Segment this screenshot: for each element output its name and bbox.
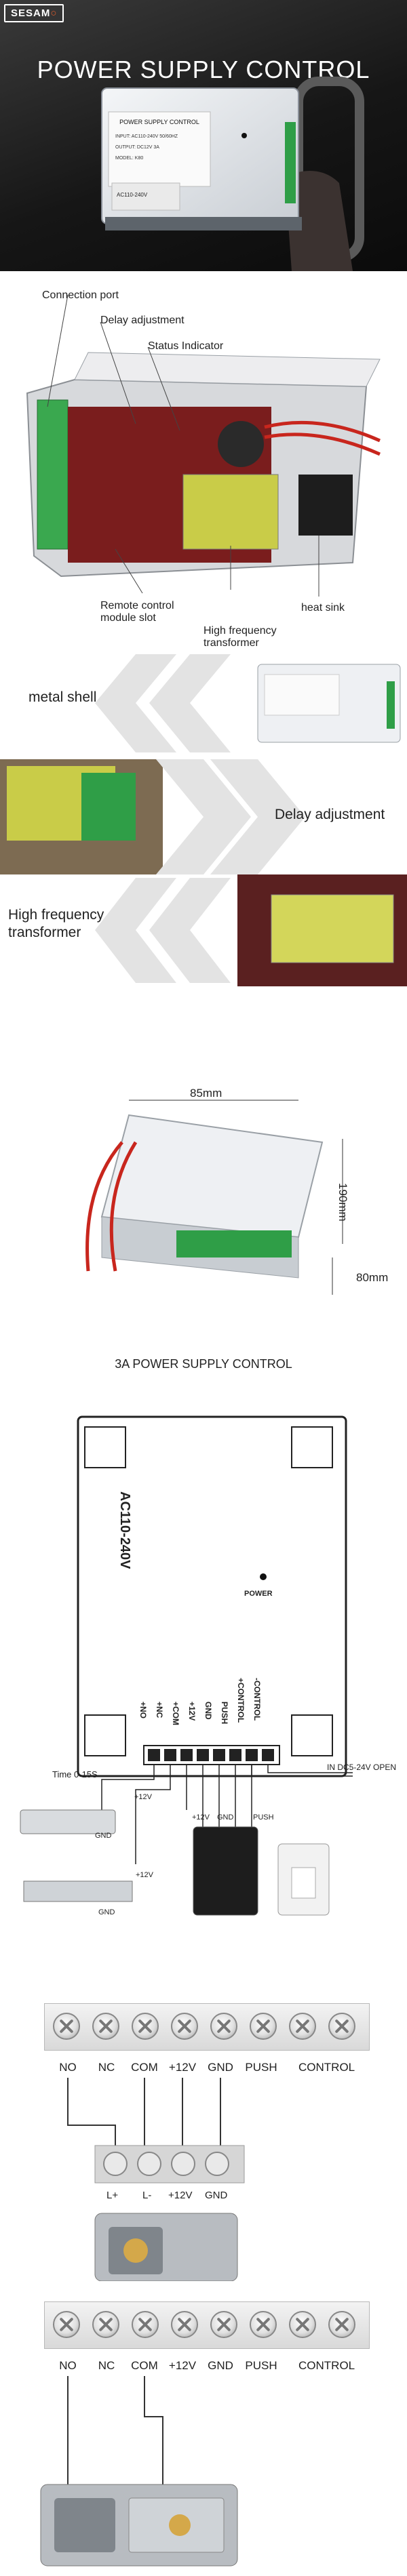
label-remote-control: Remote control module slot bbox=[100, 600, 174, 624]
label-heat-sink: heat sink bbox=[301, 602, 345, 613]
lock-terminal-label: L+ bbox=[106, 2190, 119, 2201]
feature-label-hf-transformer: High frequency transformer bbox=[8, 907, 104, 940]
feature-label-metal-shell: metal shell bbox=[28, 689, 97, 705]
terminal-screw bbox=[328, 2013, 355, 2040]
brand-logo: SESAM○ bbox=[4, 4, 64, 22]
terminal-label: +NO bbox=[138, 1702, 148, 1719]
terminal-label: CONTROL bbox=[298, 2359, 355, 2372]
feature-hf-transformer: High frequency transformer bbox=[0, 874, 407, 986]
terminal-wiring-1 bbox=[67, 2078, 245, 2281]
terminal-label: PUSH bbox=[220, 1702, 229, 1725]
label-hf-transformer: High frequency transformer bbox=[204, 625, 277, 647]
wiring-diagram bbox=[20, 1415, 353, 1916]
dim-height: 80mm bbox=[356, 1271, 389, 1284]
terminal-bar bbox=[44, 2003, 370, 2051]
lock-terminal-label: L- bbox=[142, 2190, 152, 2201]
device-label-output: OUTPUT: DC12V 3A bbox=[115, 145, 159, 150]
components-section: Connection port Delay adjustment Status … bbox=[0, 271, 407, 647]
terminal-screw bbox=[53, 2013, 80, 2040]
terminal-label: PUSH bbox=[245, 2359, 277, 2372]
chevron-decoration bbox=[0, 759, 305, 874]
hero-section: SESAM○ POWER SUPPLY CONTROL POWER SUPPLY… bbox=[0, 0, 407, 271]
terminal-screw bbox=[132, 2311, 159, 2338]
dim-length: 190mm bbox=[336, 1183, 349, 1222]
device-label-voltage: AC110-240V bbox=[117, 192, 148, 198]
terminal-label: +12V bbox=[168, 2359, 197, 2372]
lock1-plus: +12V bbox=[134, 1793, 152, 1801]
lock1-gnd: GND bbox=[95, 1832, 112, 1840]
wiring-power-label: POWER bbox=[244, 1590, 273, 1598]
lock-terminal-label: GND bbox=[205, 2190, 228, 2201]
dimensions-section: 85mm 190mm 80mm 3A POWER SUPPLY CONTROL bbox=[0, 986, 407, 1403]
wiring-section: AC110-240V POWER Time 0-15S IN DC5-24V O… bbox=[0, 1403, 407, 1922]
terminal-label: +12V bbox=[187, 1702, 197, 1721]
terminal-label: NC bbox=[98, 2359, 115, 2372]
device-label-input: INPUT: AC110-240V 50/60HZ bbox=[115, 134, 178, 139]
terminal-screw bbox=[132, 2013, 159, 2040]
terminal-label: NC bbox=[98, 2061, 115, 2074]
terminal-label: NO bbox=[59, 2359, 77, 2372]
terminal-screw bbox=[92, 2013, 119, 2040]
terminal-wiring-2 bbox=[40, 2376, 238, 2567]
feature-label-delay-adjustment: Delay adjustment bbox=[275, 807, 385, 822]
terminal-label: GND bbox=[208, 2359, 233, 2372]
terminal-label: PUSH bbox=[245, 2061, 277, 2074]
device-label-title: POWER SUPPLY CONTROL bbox=[119, 119, 199, 125]
terminal-screw bbox=[53, 2311, 80, 2338]
terminal-screw bbox=[210, 2013, 237, 2040]
chevron-decoration bbox=[95, 654, 401, 752]
terminal-screw bbox=[328, 2311, 355, 2338]
terminal-label: COM bbox=[131, 2359, 158, 2372]
terminal-label: GND bbox=[204, 1702, 213, 1720]
label-status-indicator: Status Indicator bbox=[148, 340, 224, 352]
label-delay-adjustment: Delay adjustment bbox=[100, 315, 185, 326]
dimensions-caption: 3A POWER SUPPLY CONTROL bbox=[115, 1357, 292, 1371]
feature-delay-adjustment: Delay adjustment bbox=[0, 759, 407, 874]
wiring-time-label: Time 0-15S bbox=[52, 1769, 98, 1779]
wiring-box-voltage: AC110-240V bbox=[117, 1491, 132, 1569]
terminal-section-1: NO NC COM +12V GND PUSH CONTROL L+ L- +1… bbox=[0, 1922, 407, 2281]
terminal-screw bbox=[210, 2311, 237, 2338]
hero-device-photo: POWER SUPPLY CONTROL INPUT: AC110-240V 5… bbox=[101, 77, 364, 271]
terminal-screw bbox=[289, 2311, 316, 2338]
terminal-label: COM bbox=[131, 2061, 158, 2074]
device-label-model: MODEL: K80 bbox=[115, 156, 143, 161]
terminal-label: GND bbox=[208, 2061, 233, 2074]
terminal-label: -CONTROL bbox=[252, 1678, 262, 1721]
chevron-decoration bbox=[95, 874, 407, 986]
terminal-label: +CONTROL bbox=[236, 1678, 246, 1723]
keypad-push: PUSH bbox=[253, 1813, 274, 1822]
wiring-in-label: IN DC5-24V OPEN bbox=[327, 1763, 397, 1772]
terminal-screw bbox=[250, 2311, 277, 2338]
terminal-screw bbox=[92, 2311, 119, 2338]
keypad-gnd: GND bbox=[217, 1813, 234, 1822]
terminal-label: NO bbox=[59, 2061, 77, 2074]
lock2-gnd: GND bbox=[98, 1908, 115, 1916]
feature-metal-shell: metal shell bbox=[0, 647, 407, 759]
lock2-plus: +12V bbox=[136, 1871, 153, 1879]
terminal-bar bbox=[44, 2301, 370, 2349]
terminal-screw bbox=[289, 2013, 316, 2040]
terminal-label: +COM bbox=[171, 1702, 180, 1726]
terminal-label: +NC bbox=[155, 1702, 164, 1718]
lock-terminal-label: +12V bbox=[168, 2190, 193, 2201]
terminal-screw bbox=[250, 2013, 277, 2040]
terminal-section-2: NO NC COM +12V GND PUSH CONTROL bbox=[0, 2281, 407, 2576]
dim-width: 85mm bbox=[190, 1087, 222, 1100]
dimension-drawing bbox=[85, 1100, 343, 1295]
label-connection-port: Connection port bbox=[42, 289, 119, 301]
terminal-screw bbox=[171, 2013, 198, 2040]
terminal-label: +12V bbox=[168, 2061, 197, 2074]
terminal-screw bbox=[171, 2311, 198, 2338]
terminal-label: CONTROL bbox=[298, 2061, 355, 2074]
pcb-photo bbox=[26, 294, 381, 597]
keypad-12v: +12V bbox=[192, 1813, 210, 1822]
